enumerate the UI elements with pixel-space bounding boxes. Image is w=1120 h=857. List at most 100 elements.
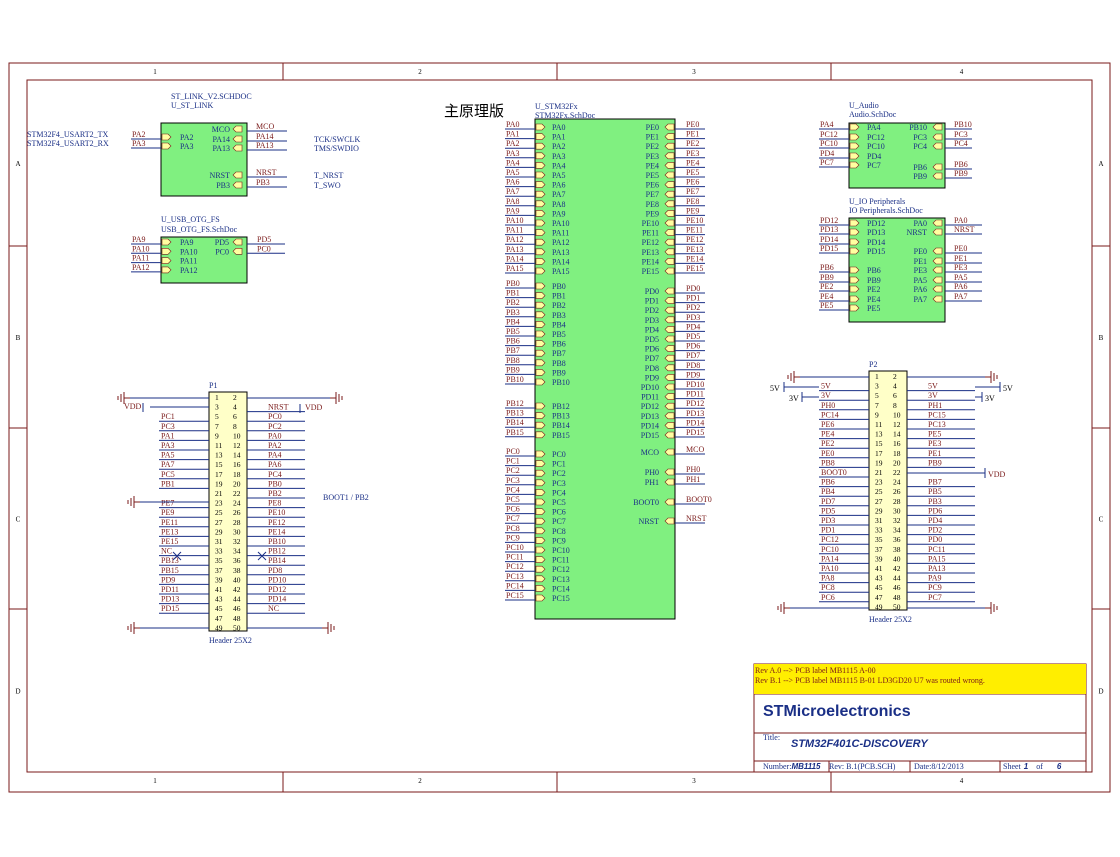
audio-right-net: PC4: [954, 139, 968, 148]
p2-pin-even: 10: [893, 410, 901, 419]
grid-row-right: D: [1098, 688, 1103, 696]
p2-pin-even: 38: [893, 545, 901, 554]
mcu-left-net: PC11: [506, 553, 524, 562]
p2-right-net: 3V: [928, 391, 938, 400]
usb-left-port: [161, 257, 172, 264]
audio-right-port: [932, 163, 943, 171]
stlink-left-port: [161, 142, 172, 150]
p2-pin-even: 2: [893, 372, 897, 381]
stlink-right-port: [232, 171, 243, 179]
sheet-label: Sheet: [1003, 762, 1021, 771]
p1-nc-x: [257, 551, 267, 561]
audio-right-net: PB10: [954, 120, 972, 129]
p1-pin-odd: 29: [215, 527, 223, 536]
p2-pin-even: 28: [893, 497, 901, 506]
p1-pin-even: 12: [233, 441, 241, 450]
mcu-right-net: PD0: [686, 284, 700, 293]
mcu-right-port: [664, 152, 675, 160]
p2-pin-odd: 35: [875, 535, 883, 544]
mcu-left-pin: PC7: [552, 517, 566, 526]
mcu-left-pin: PC12: [552, 565, 570, 574]
p2-5v-left: 5V: [770, 384, 780, 393]
p2-pin-even: 26: [893, 487, 901, 496]
p1-right-net: PD8: [268, 566, 282, 575]
p2-pin-even: 4: [893, 382, 897, 391]
p1-left-net: PC1: [161, 412, 175, 421]
p2-pin-odd: 13: [875, 430, 883, 439]
mcu-right-port: [664, 123, 675, 131]
p1-right-net: PB14: [268, 556, 286, 565]
mcu-right-port: [664, 267, 675, 275]
mcu-name: U_STM32Fx: [535, 102, 578, 111]
p2-3v-left: 3V: [789, 394, 799, 403]
stlink-left-pin: PA3: [180, 142, 194, 151]
mcu-right-pin: PD4: [645, 325, 659, 334]
mcu-right-port: [664, 190, 675, 198]
p2-pin-odd: 45: [875, 583, 883, 592]
number-label: Number:: [763, 762, 792, 771]
io-right-pin: PA5: [914, 276, 928, 285]
stlink-right-net: PB3: [256, 178, 270, 187]
mcu-right-net: PD2: [686, 303, 700, 312]
mcu-right-pin: MCO: [641, 448, 659, 457]
mcu-left-port: [535, 162, 546, 169]
company-name: STMicroelectronics: [763, 703, 911, 720]
p2-pin-odd: 21: [875, 468, 883, 477]
p1-left-net: PE9: [161, 508, 174, 517]
mcu-left-pin: PA9: [552, 209, 566, 218]
usb-left-net: PA9: [132, 235, 146, 244]
mcu-left-port: [535, 378, 546, 386]
mcu-left-pin: PB5: [552, 330, 566, 339]
p2-pin-even: 50: [893, 602, 901, 611]
p2-right-net: PH1: [928, 401, 942, 410]
p2-3v-right: 3V: [985, 394, 995, 403]
p1-pin-even: 14: [233, 451, 241, 460]
p2-left-net: PA14: [821, 554, 839, 563]
stlink-right-port: [232, 125, 243, 133]
mcu-left-port: [535, 402, 546, 410]
io-left-net: PE2: [820, 282, 833, 291]
audio-right-pin: PC3: [913, 133, 927, 142]
io-left-port: [849, 219, 860, 227]
p1-right-net: PB2: [268, 489, 282, 498]
audio-left-pin: PC12: [867, 133, 885, 142]
p1-pin-odd: 49: [215, 623, 223, 632]
mcu-left-port: [535, 546, 546, 554]
mcu-left-net: PB0: [506, 279, 520, 288]
p2-right-net: 5V: [928, 382, 938, 391]
p2-pin-even: 44: [893, 574, 901, 583]
mcu-right-pin: PD0: [645, 287, 659, 296]
p2-pin-odd: 9: [875, 410, 879, 419]
p2-pin-odd: 5: [875, 391, 879, 400]
mcu-left-port: [535, 190, 546, 198]
grid-col-top: 3: [692, 68, 696, 76]
mcu-left-pin: PB0: [552, 282, 566, 291]
sheet-total: 6: [1056, 762, 1062, 771]
usb-right-pin: PC0: [215, 247, 229, 256]
audio-left-port: [849, 152, 860, 160]
mcu-left-port: [535, 498, 546, 506]
p2-right-net: PD2: [928, 526, 942, 535]
p2-right-net: PD6: [928, 506, 942, 515]
mcu-right-port: [664, 498, 675, 506]
p1-pin-odd: 21: [215, 489, 223, 498]
p1-pin-odd: 9: [215, 431, 219, 440]
mcu-right-pin: PE15: [642, 267, 659, 276]
mcu-left-pin: PC13: [552, 575, 570, 584]
p1-pin-odd: 31: [215, 537, 223, 546]
grid-col-top: 2: [418, 68, 422, 76]
mcu-left-port: [535, 210, 546, 217]
mcu-left-net: PC9: [506, 533, 520, 542]
grid-col-bottom: 4: [960, 777, 964, 785]
rev-value: B.1(PCB.SCH): [846, 762, 896, 771]
io-right-port: [932, 295, 943, 303]
mcu-left-pin: PB9: [552, 368, 566, 377]
p2-pin-odd: 19: [875, 458, 883, 467]
p2-pin-odd: 11: [875, 420, 882, 429]
mcu-right-net: BOOT0: [686, 495, 712, 504]
mcu-left-port: [535, 556, 546, 563]
p1-pin-even: 20: [233, 479, 241, 488]
io-right-net: NRST: [954, 225, 975, 234]
p1-boot-note: BOOT1 / PB2: [323, 493, 369, 502]
mcu-right-port: [664, 162, 675, 169]
